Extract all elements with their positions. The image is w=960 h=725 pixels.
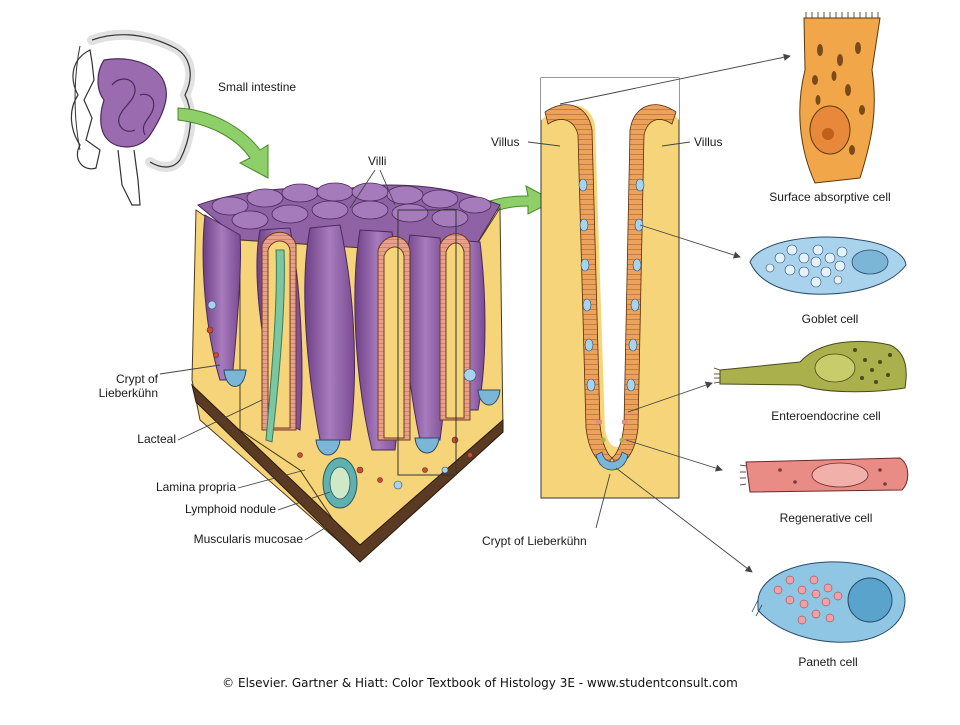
- villi-block: [191, 182, 504, 563]
- label-villus-right: Villus: [694, 135, 723, 149]
- label-lacteal: Lacteal: [137, 432, 176, 446]
- label-lymphoid-nodule: Lymphoid nodule: [185, 502, 276, 516]
- label-enteroendocrine-cell: Enteroendocrine cell: [771, 409, 881, 423]
- lymphoid-nodule-shape: [322, 457, 358, 509]
- label-lamina-propria: Lamina propria: [155, 480, 236, 494]
- label-crypt-left: Crypt of Lieberkühn: [98, 372, 158, 400]
- label-villus-left: Villus: [491, 135, 520, 149]
- label-muscularis-mucosae: Muscularis mucosae: [193, 532, 303, 546]
- label-surface-absorptive-cell: Surface absorptive cell: [769, 190, 891, 204]
- regenerative-cell-drawing: [739, 457, 909, 493]
- goblet-cell-drawing: [749, 236, 907, 295]
- surface-absorptive-cell-drawing: [799, 12, 881, 184]
- lacteal-vessel: [265, 249, 285, 443]
- zoom-arrow-1: [177, 107, 269, 179]
- copyright-credit: © Elsevier. Gartner & Hiatt: Color Textb…: [222, 676, 738, 690]
- enteroendocrine-cell-drawing: [713, 340, 907, 393]
- leader-lines: [159, 53, 791, 573]
- paneth-cell-drawing: [751, 561, 906, 643]
- label-regenerative-cell: Regenerative cell: [779, 511, 873, 525]
- label-villi: Villi: [368, 154, 387, 168]
- abdomen-thumbnail: [70, 29, 196, 206]
- label-crypt-center: Crypt of Lieberkühn: [482, 534, 587, 548]
- label-goblet-cell: Goblet cell: [801, 312, 859, 326]
- villus-detail: [540, 77, 680, 499]
- label-paneth-cell: Paneth cell: [798, 655, 858, 669]
- label-small-intestine: Small intestine: [218, 80, 297, 94]
